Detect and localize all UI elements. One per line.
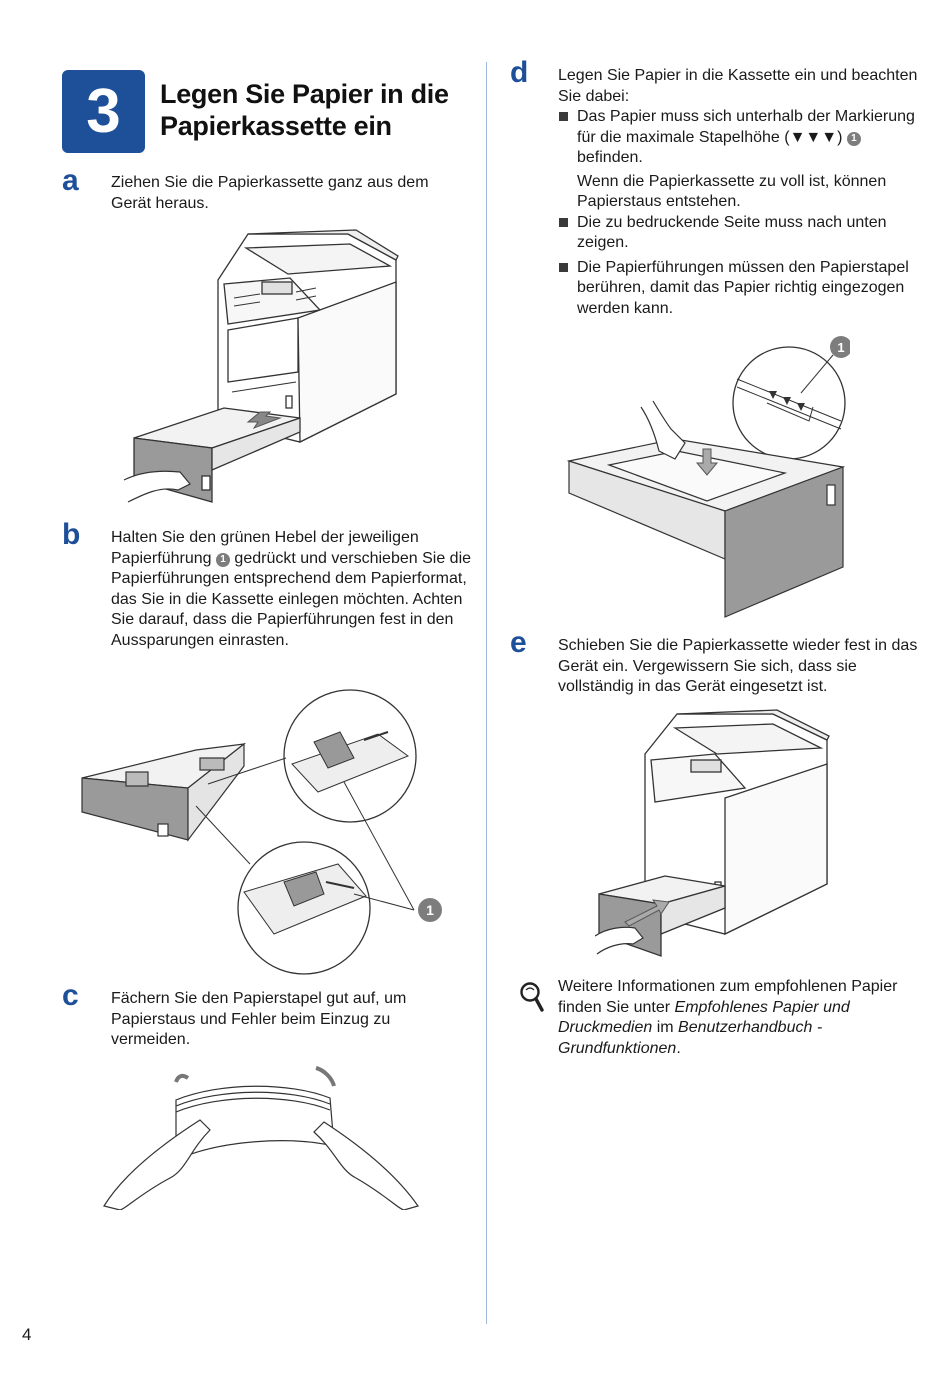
bullet-1-paren-close: ) <box>837 128 843 146</box>
step-d-bullet-list: Das Papier muss sich unterhalb der Marki… <box>558 107 918 169</box>
note-text: Weitere Informationen zum empfohlenen Pa… <box>558 977 913 1059</box>
step-d-bullet-3: Die Papierführungen müssen den Papiersta… <box>558 258 918 320</box>
step-letter-c: c <box>62 979 79 1012</box>
note-link-user-guide: Benutzerhandbuch - Grundfunktionen <box>558 1019 823 1057</box>
step-letter-a: a <box>62 164 79 197</box>
note-text-part-1: Weitere Informationen zum empfohlenen Pa… <box>558 978 898 1016</box>
step-b-text: Halten Sie den grünen Hebel der jeweilig… <box>111 528 471 651</box>
section-heading: Legen Sie Papier in die Papierkassette e… <box>160 78 480 142</box>
step-b-text-start: Halten Sie den grünen Hebel der jeweilig… <box>111 529 419 567</box>
paper-guides-illustration: 1 <box>81 689 442 975</box>
stack-height-marks: ▼▼▼ <box>789 128 838 146</box>
callout-1-marker: 1 <box>837 340 844 355</box>
heading-line-1: Legen Sie Papier in die <box>160 79 449 109</box>
step-d-bullet-2: Die zu bedruckende Seite muss nach unten… <box>558 213 918 254</box>
load-paper-illustration: 1 <box>566 336 850 618</box>
callout-1-icon: 1 <box>846 131 861 146</box>
note-link-recommended-paper: Empfohlenes Papier und Druckmedien <box>558 998 850 1037</box>
step-c-text: Fächern Sie den Papierstapel gut auf, um… <box>111 990 407 1048</box>
callout-1-marker: 1 <box>426 902 434 918</box>
note-text-part-2: im <box>652 1019 679 1036</box>
printer-drawer-out-illustration <box>123 229 399 503</box>
bullet-1-text-end: befinden. <box>577 149 643 166</box>
magnifier-note-icon <box>520 982 544 1012</box>
column-divider <box>486 62 487 1324</box>
step-letter-d: d <box>510 56 529 89</box>
step-d-bullet-1-note: Wenn die Papierkassette zu voll ist, kön… <box>577 172 887 211</box>
step-d-bullet-list-2: Die zu bedruckende Seite muss nach unten… <box>558 213 918 320</box>
heading-line-2: Papierkassette ein <box>160 111 392 141</box>
note-text-part-3: . <box>676 1039 681 1057</box>
step-d-intro: Legen Sie Papier in die Kassette ein und… <box>558 67 918 105</box>
step-letter-e: e <box>510 626 527 659</box>
step-b-text-end: gedrückt und verschieben Sie die Papierf… <box>111 549 472 649</box>
step-e-text: Schieben Sie die Papierkassette wieder f… <box>558 637 918 695</box>
fan-paper-illustration <box>103 1066 419 1210</box>
page-number: 4 <box>22 1325 32 1344</box>
step-letter-b: b <box>62 518 81 551</box>
bullet-1-text-start: Das Papier muss sich unterhalb der Marki… <box>577 108 915 146</box>
step-number-badge: 3 <box>62 70 145 153</box>
step-a-text: Ziehen Sie die Papierkassette ganz aus d… <box>111 174 429 212</box>
insert-tray-illustration <box>595 709 830 957</box>
step-d-block: Legen Sie Papier in die Kassette ein und… <box>558 66 918 319</box>
step-d-bullet-1: Das Papier muss sich unterhalb der Marki… <box>558 107 918 169</box>
callout-1-icon: 1 <box>215 552 230 567</box>
